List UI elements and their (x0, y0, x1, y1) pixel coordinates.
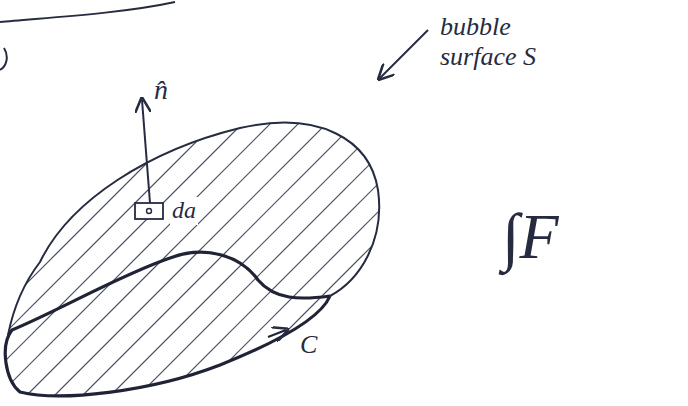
normal-label: n̂ (152, 74, 170, 106)
normal-vector (142, 100, 150, 203)
area-label: da (170, 197, 198, 225)
surface-label: bubble surface S (438, 12, 560, 72)
area-element (135, 203, 163, 219)
curve-label: C (298, 330, 319, 360)
fragment-stroke (0, 48, 7, 70)
orientation-arrow (268, 330, 286, 337)
fragment-stroke (0, 2, 175, 22)
boundary-curve (5, 252, 330, 396)
leader-arrow (380, 30, 428, 78)
area-dot (147, 209, 152, 214)
bubble-outline (8, 123, 379, 335)
hatching (0, 110, 620, 406)
integral-label: ∫F⃗ (500, 200, 610, 274)
